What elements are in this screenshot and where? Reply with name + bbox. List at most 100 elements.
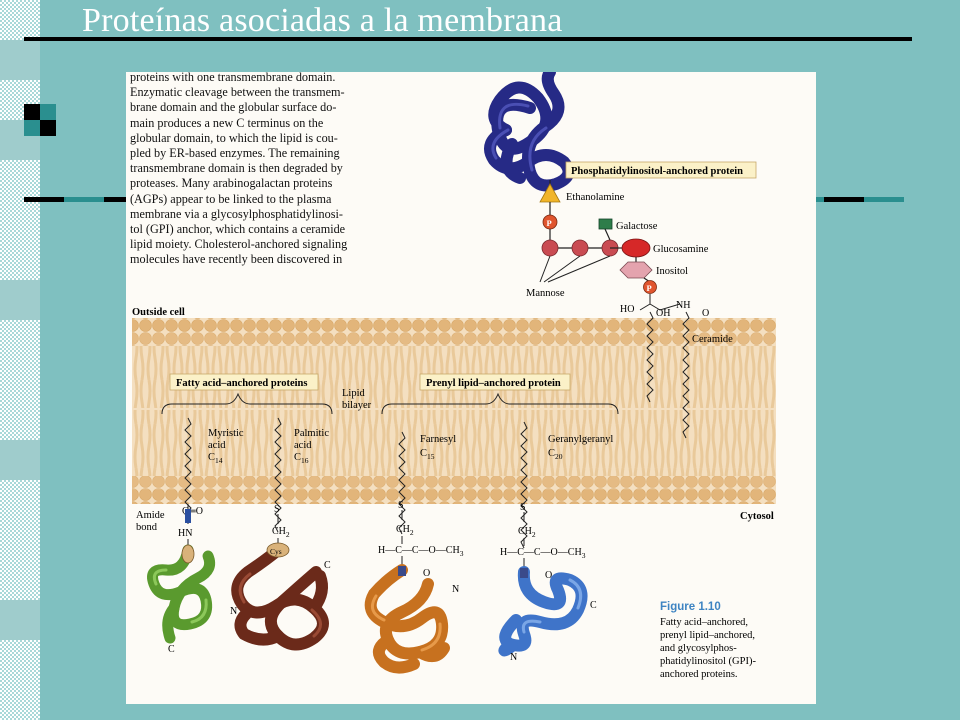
gpi-box-label: Phosphatidylinositol-anchored protein <box>571 166 743 177</box>
inositol-label: Inositol <box>656 266 688 277</box>
deco-rule <box>64 197 104 202</box>
deco-rule <box>816 197 824 202</box>
glucosamine-label: Glucosamine <box>653 244 709 255</box>
deco-square <box>24 120 40 136</box>
checker-band <box>0 440 40 480</box>
geranyl-chain <box>520 421 528 549</box>
figure-body-text: proteins with one transmembrane domain.E… <box>130 72 380 268</box>
outside-cell-label: Outside cell <box>132 307 185 318</box>
deco-rule <box>24 197 64 202</box>
palmitoyl-n-label: N <box>230 606 237 617</box>
geranyl-ester-label: H—C—C—O—CH3 <box>500 547 586 560</box>
deco-square <box>40 120 56 136</box>
gpi-protein-highlight <box>491 102 548 172</box>
checker-band <box>0 280 40 320</box>
farnesyl-o-label: O <box>423 568 430 579</box>
geranyl-protein <box>498 566 588 657</box>
slide-title: Proteínas asociadas a la membrana <box>82 2 563 39</box>
geranyl-n-marker <box>520 568 528 578</box>
farnesyl-ester-label: H—C—C—O—CH3 <box>378 545 464 558</box>
figure-caption-title: Figure 1.10 <box>660 601 721 613</box>
fatty-acid-bracket <box>161 392 333 415</box>
body-text-line: proteases. Many arabinogalactan proteins <box>130 176 333 191</box>
oh-label: OH <box>656 308 670 319</box>
inner-tails <box>132 410 776 476</box>
body-text-line: lipid moiety. Cholesterol-anchored signa… <box>130 237 348 252</box>
inner-head-row <box>132 476 776 490</box>
body-text-line: molecules have recently been discovered … <box>130 252 343 267</box>
title-underline <box>24 37 912 41</box>
geranyl-label-2: C20 <box>548 448 563 461</box>
inner-head-row <box>132 490 776 504</box>
outer-head-row <box>132 332 776 346</box>
palmitic-s-label: S <box>274 504 280 515</box>
cys-label: Cys <box>270 547 282 556</box>
palmitic-label-3: C16 <box>294 452 309 465</box>
figure-caption-line: prenyl lipid–anchored, <box>660 630 755 641</box>
outer-head-row <box>132 318 776 332</box>
palmitoyl-c-label: C <box>324 560 331 571</box>
ho-label: HO <box>620 304 634 315</box>
lipid-label-2: bilayer <box>342 400 372 411</box>
ceramide-chain <box>646 311 654 403</box>
body-text-line: transmembrane domain is then degraded by <box>130 161 343 176</box>
textbook-figure: proteins with one transmembrane domain.E… <box>126 72 816 704</box>
farnesyl-n-label: N <box>452 584 459 595</box>
body-text-line: Enzymatic cleavage between the transmem- <box>130 85 345 100</box>
gpi-box <box>565 161 757 179</box>
geranyl-highlight <box>521 578 583 634</box>
amide-label-2: bond <box>136 522 158 533</box>
glycine-residue <box>181 544 195 564</box>
mannose-circle <box>571 239 589 257</box>
mannose-pointer <box>547 255 611 283</box>
myristic-chain <box>184 417 192 521</box>
farnesyl-protein <box>364 564 450 674</box>
checker-band <box>0 600 40 640</box>
fatty-acid-box <box>169 373 319 391</box>
palmitic-chain <box>274 417 282 533</box>
figure-caption: Fatty acid–anchored, prenyl lipid–anchor… <box>660 617 756 680</box>
deco-square <box>24 104 40 120</box>
farnesyl-ch2-label: CH2 <box>396 524 414 537</box>
myristoyl-highlight <box>152 568 208 624</box>
myristoyl-protein <box>147 544 216 644</box>
deco-rule <box>864 197 904 202</box>
ceramide-label: Ceramide <box>692 334 733 345</box>
geranyl-label-1: Geranylgeranyl <box>548 434 613 445</box>
prenyl-bracket <box>381 392 619 415</box>
geranyl-o-label: O <box>545 570 552 581</box>
geranyl-s-label: S <box>520 502 526 513</box>
c-eq-o-label: C═O <box>182 506 203 517</box>
farnesyl-label-2: C15 <box>420 448 435 461</box>
myristic-label-3: C14 <box>208 452 223 465</box>
phosphate-circle <box>643 280 657 294</box>
cytosol-label: Cytosol <box>740 511 774 522</box>
ethanolamine-label: Ethanolamine <box>566 192 625 203</box>
geranyl-ch2-label: CH2 <box>518 526 536 539</box>
palmitoyl-highlight <box>238 572 322 638</box>
palmitoyl-protein <box>231 544 329 651</box>
inositol-hexagon <box>619 261 653 279</box>
amide-label-1: Amide <box>136 510 165 521</box>
palmitic-label-2: acid <box>294 440 312 451</box>
hn-label: HN <box>178 528 192 539</box>
farnesyl-s-label: S <box>398 500 404 511</box>
geranyl-n-label: N <box>510 652 517 663</box>
palmitic-ch2-label: CH2 <box>272 526 290 539</box>
phosphate-label: P <box>647 283 652 293</box>
myristic-label-2: acid <box>208 440 226 451</box>
palmitic-label-1: Palmitic <box>294 428 329 439</box>
figure-caption-line: anchored proteins. <box>660 669 738 680</box>
lipid-label-1: Lipid <box>342 388 365 399</box>
mannose-circle <box>541 239 559 257</box>
membrane-diagram: Outside cell Cytosol Fatty acid–anchored… <box>132 72 776 680</box>
mannose-pointer <box>543 255 581 283</box>
body-text-line: (AGPs) appear to be linked to the plasma <box>130 191 332 206</box>
deco-square <box>40 104 56 120</box>
cys-residue <box>266 542 290 558</box>
mannose-label: Mannose <box>526 288 565 299</box>
body-text-line: tol (GPI) anchor, which contains a ceram… <box>130 222 346 237</box>
prenyl-box-label: Prenyl lipid–anchored protein <box>426 378 561 389</box>
phosphate-label: P <box>547 218 552 228</box>
figure-caption-line: and glycosylphos- <box>660 643 737 654</box>
